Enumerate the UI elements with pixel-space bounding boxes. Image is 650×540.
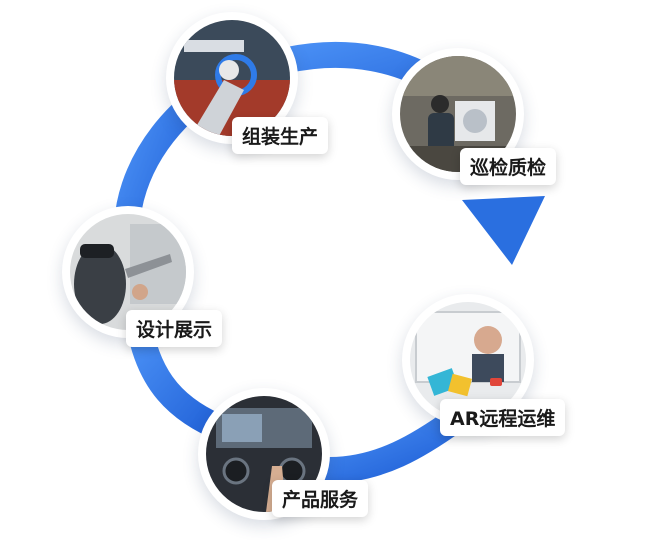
cycle-arrowhead <box>462 196 545 265</box>
product-service-photo-icon <box>206 396 322 512</box>
node-label-inspection: 巡检质检 <box>460 148 557 185</box>
remote-maintenance-photo-icon <box>410 302 526 418</box>
node-label-service: 产品服务 <box>272 480 369 517</box>
node-label-design: 设计展示 <box>126 310 223 347</box>
node-label-assembly: 组装生产 <box>232 117 329 154</box>
node-label-remote: AR远程运维 <box>440 399 566 436</box>
cycle-arc <box>317 407 468 483</box>
node-service <box>198 388 330 520</box>
